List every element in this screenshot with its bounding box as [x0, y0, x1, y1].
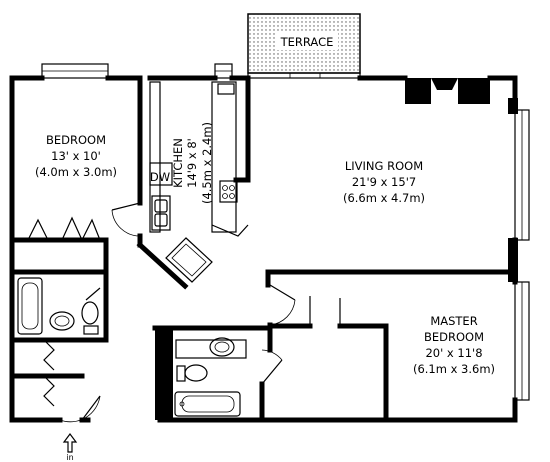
- terrace: TERRACE: [247, 13, 361, 74]
- master-bedroom-name-line1: MASTER: [430, 314, 477, 328]
- bedroom-dims-metric: (4.0m x 3.0m): [35, 165, 117, 179]
- master-bedroom-dims-imperial: 20' x 11'8: [425, 346, 482, 360]
- doors: [27, 202, 341, 423]
- kitchen: DW KITCHEN 14'9 x 8' (4.5m x 2.4m): [150, 122, 214, 204]
- bath-west-fixtures: [17, 277, 101, 335]
- entrance-label: in: [66, 453, 73, 462]
- bedroom-dims-imperial: 13' x 10': [51, 149, 101, 163]
- interior-walls: [9, 75, 518, 423]
- dishwasher-label: DW: [150, 170, 170, 184]
- master-bedroom-dims-metric: (6.1m x 3.6m): [413, 362, 495, 376]
- living-room-name: LIVING ROOM: [345, 159, 423, 173]
- kitchen-fixtures: [149, 81, 249, 283]
- master-bedroom: MASTER BEDROOM 20' x 11'8 (6.1m x 3.6m): [413, 314, 495, 376]
- bath-east-fixtures: [174, 337, 247, 417]
- bedroom-name: BEDROOM: [46, 133, 106, 147]
- entrance: in: [62, 433, 78, 462]
- living-room-dims-imperial: 21'9 x 15'7: [352, 175, 416, 189]
- living-room: LIVING ROOM 21'9 x 15'7 (6.6m x 4.7m): [343, 159, 425, 205]
- master-bedroom-name-line2: BEDROOM: [424, 330, 484, 344]
- kitchen-dims-imperial: 14'9 x 8': [185, 138, 199, 188]
- terrace-label: TERRACE: [280, 35, 334, 49]
- kitchen-name: KITCHEN: [171, 138, 185, 188]
- bedroom: BEDROOM 13' x 10' (4.0m x 3.0m): [35, 133, 117, 179]
- kitchen-dims-metric: (4.5m x 2.4m): [200, 122, 214, 204]
- columns: [155, 78, 518, 420]
- entrance-arrow-icon: [62, 433, 78, 453]
- living-room-dims-metric: (6.6m x 4.7m): [343, 191, 425, 205]
